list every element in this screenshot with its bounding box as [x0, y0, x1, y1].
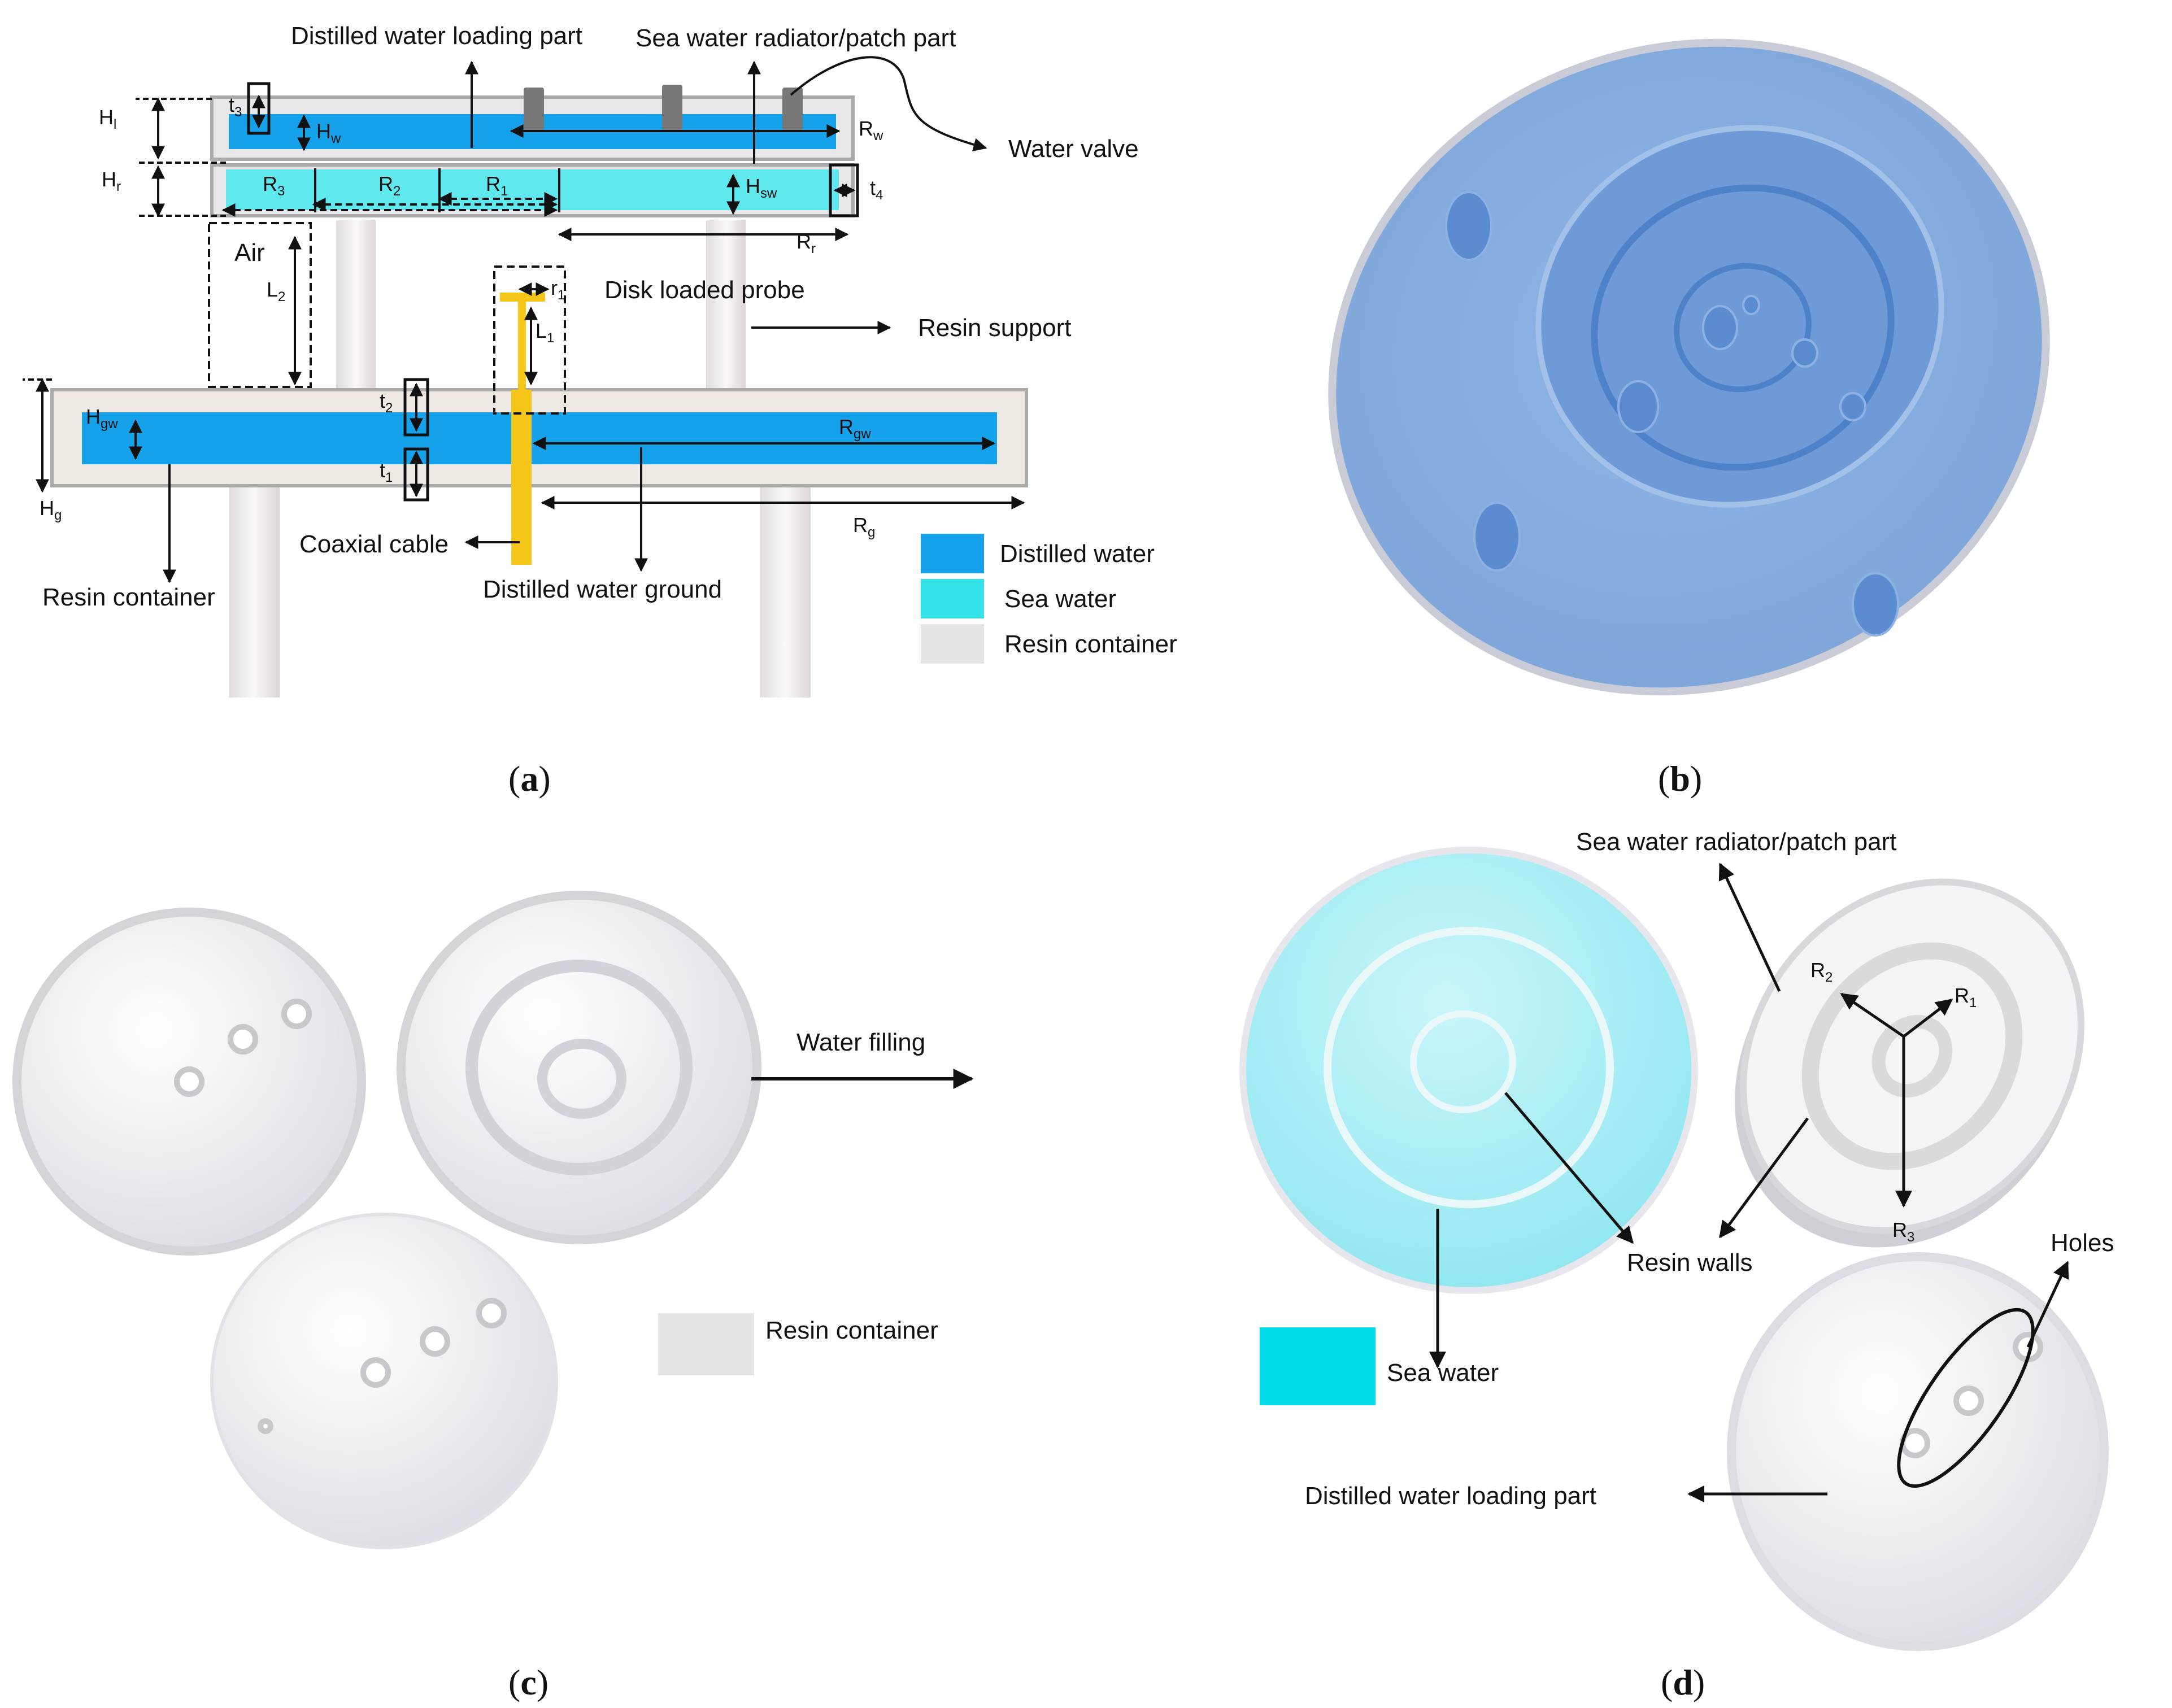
loading-disk-holes: [174, 999, 312, 1097]
label-disk-loaded-probe: Disk loaded probe: [604, 276, 805, 304]
label-water-filling: Water filling: [796, 1029, 925, 1056]
symbol-R3: R3: [263, 172, 285, 199]
probe-disk: [500, 293, 545, 302]
holes-highlight-ellipse: [1897, 1308, 2035, 1488]
label-distilled-water-ground: Distilled water ground: [483, 576, 722, 603]
symbol-r1: r1: [551, 276, 565, 303]
legend-label-resin-c: Resin container: [765, 1317, 938, 1344]
legend-label-sea: Sea water: [1004, 585, 1116, 613]
symbol-t2: t2: [380, 389, 393, 416]
label-distilled-loading-part: Distilled water loading part: [291, 22, 582, 50]
resin-support-post: [229, 486, 280, 698]
radiator-part-ring-inner: [1871, 1014, 1953, 1098]
symbol-d-R3: R3: [1892, 1218, 1914, 1245]
legend-swatch-sea: [921, 579, 984, 618]
label-resin-walls: Resin walls: [1627, 1249, 1753, 1276]
legend-label-resin: Resin container: [1004, 630, 1177, 658]
symbol-Rgw: Rgw: [839, 415, 871, 442]
panel-c: Water filling Resin container (c): [12, 891, 974, 1702]
radiator-ring-inner: [537, 1039, 626, 1119]
symbol-Hw: Hw: [316, 120, 341, 146]
thickness-boxes: [247, 82, 859, 502]
caption-c: (c): [508, 1662, 549, 1702]
sea-water-ring-outer: [1324, 927, 1614, 1208]
label-holes: Holes: [2051, 1229, 2114, 1257]
label-resin-container: Resin container: [42, 583, 215, 611]
legend-label-sea-d: Sea water: [1387, 1359, 1499, 1387]
antenna-ring-inner: [1674, 263, 1812, 393]
legend-swatch-distilled: [921, 534, 984, 573]
label-resin-support: Resin support: [918, 314, 1071, 342]
caption-d: (d): [1661, 1662, 1705, 1702]
symbol-Rg: Rg: [853, 513, 875, 540]
symbol-t4: t4: [870, 176, 883, 203]
caption-a: (a): [508, 759, 551, 799]
symbol-d-R1: R1: [1955, 984, 1977, 1010]
symbol-t3: t3: [229, 93, 242, 120]
loading-part-holes: [1900, 1332, 2043, 1458]
panel-d-arrows: [1429, 862, 2069, 1502]
symbol-L1: L1: [536, 319, 554, 346]
water-valve-icons: [524, 85, 803, 130]
symbol-Hl: Hl: [99, 106, 116, 132]
sea-water-disk: [1239, 847, 1698, 1294]
label-pointers: [163, 56, 987, 583]
radiator-ring-outer: [465, 960, 693, 1175]
resin-support-post: [336, 220, 376, 390]
symbol-R2: R2: [378, 172, 401, 199]
antenna-holes: [1445, 191, 1899, 637]
resin-support-post: [706, 220, 746, 390]
resin-support-post: [760, 486, 811, 698]
caption-b: (b): [1658, 759, 1702, 799]
legend-label-distilled: Distilled water: [1000, 540, 1155, 568]
panel-d: Sea water radiator/patch part R2 R1 R3 R…: [1239, 828, 2114, 1702]
air-gap-box: [208, 222, 312, 388]
symbol-L2: L2: [267, 278, 285, 304]
symbol-Hg: Hg: [40, 496, 62, 523]
legend-swatch-resin: [921, 624, 984, 664]
probe-stem: [518, 299, 526, 390]
label-d-sea-water-radiator: Sea water radiator/patch part: [1576, 828, 1896, 856]
symbol-t1: t1: [380, 459, 393, 485]
label-air: Air: [234, 239, 265, 267]
symbol-Hsw: Hsw: [746, 175, 777, 201]
symbol-d-R2: R2: [1810, 958, 1833, 985]
coaxial-cable: [511, 390, 532, 565]
label-coaxial-cable: Coaxial cable: [299, 530, 449, 558]
legend-swatch-sea-d: [1260, 1327, 1376, 1405]
label-sea-water-radiator: Sea water radiator/patch part: [636, 24, 956, 52]
panel-b: (b): [1328, 38, 2050, 799]
label-water-valve: Water valve: [1008, 135, 1139, 163]
symbol-R1: R1: [486, 172, 508, 199]
ground-plate-holes: [258, 1298, 507, 1434]
radius-arrows: [23, 98, 558, 381]
panel-a: Distilled water loading part Sea water r…: [23, 22, 1177, 799]
radiator-part-top: [1740, 878, 2084, 1234]
dimension-arrows: [36, 94, 1025, 509]
symbol-Hr: Hr: [102, 168, 121, 194]
legend-a: Distilled water Sea water Resin containe…: [921, 534, 1177, 664]
radiator-disk: [397, 891, 761, 1244]
symbol-Rr: Rr: [796, 230, 816, 256]
symbol-Hgw: Hgw: [86, 405, 118, 432]
antenna-ring-outer: [1591, 184, 1895, 471]
probe-box: [493, 265, 566, 415]
symbol-Rw: Rw: [859, 117, 883, 143]
label-d-distilled-loading-part: Distilled water loading part: [1305, 1482, 1596, 1510]
sea-water-ring-inner: [1410, 1010, 1516, 1113]
legend-swatch-resin-c: [658, 1313, 754, 1375]
